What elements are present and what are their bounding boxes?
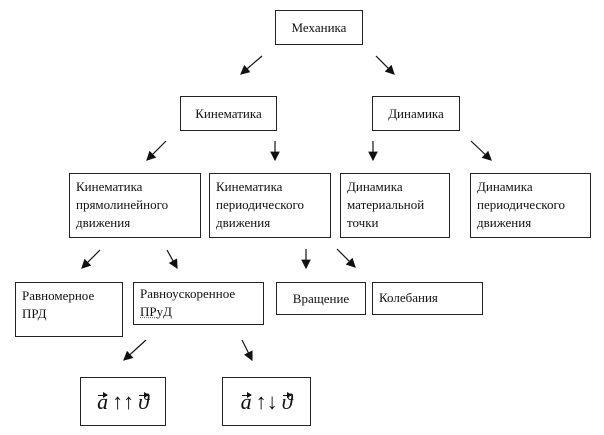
- node-kinematics: Кинематика: [180, 96, 277, 131]
- node-label: прямолинейного: [76, 197, 169, 212]
- node-label: Механика: [291, 19, 347, 35]
- node-dynamics-periodic: Динамика периодического движения: [470, 173, 591, 238]
- vector-a: a: [240, 388, 252, 414]
- node-dynamics-point: Динамика материальной точки: [340, 173, 450, 238]
- formula-codirected: a↑↑ϑ: [80, 377, 166, 426]
- arrow-connector: [375, 55, 395, 75]
- node-label: периодического: [216, 197, 304, 212]
- node-label: Динамика: [388, 105, 444, 121]
- node-label: точки: [347, 215, 379, 230]
- node-mechanics: Механика: [275, 10, 363, 45]
- relation: ↑↓: [255, 388, 278, 414]
- node-kinematics-linear: Кинематика прямолинейного движения: [69, 173, 201, 238]
- arrow-connector: [336, 248, 356, 268]
- arrow-connector: [81, 249, 101, 269]
- vector-a: a: [97, 388, 109, 414]
- arrow-connector: [241, 339, 253, 362]
- arrow-connector: [166, 249, 178, 270]
- node-label: Кинематика: [216, 179, 283, 194]
- node-label: Кинематика: [195, 105, 262, 121]
- node-label: материальной: [347, 197, 425, 212]
- node-label: периодического: [477, 197, 565, 212]
- node-label: Вращение: [292, 290, 350, 306]
- arrow-connector: [240, 55, 263, 75]
- node-label: Колебания: [379, 290, 438, 305]
- arrow-connector: [146, 140, 167, 161]
- arrow-connector: [123, 339, 147, 361]
- node-label: Динамика: [477, 179, 533, 194]
- vector-v: ϑ: [281, 388, 293, 414]
- node-label: движения: [477, 215, 532, 230]
- node-label: ПРуД: [140, 304, 172, 319]
- node-rotation: Вращение: [276, 282, 366, 315]
- node-label: движения: [216, 215, 271, 230]
- node-dynamics: Динамика: [372, 96, 460, 131]
- vector-v: ϑ: [138, 388, 149, 414]
- arrow-connector: [470, 140, 492, 161]
- node-label: Равноускоренное: [140, 286, 236, 301]
- node-label: Динамика: [347, 179, 403, 194]
- relation: ↑↑: [112, 388, 135, 414]
- node-label: ПРД: [22, 306, 47, 321]
- node-label: Кинематика: [76, 179, 143, 194]
- formula-opposite: a↑↓ϑ: [222, 377, 311, 426]
- node-kinematics-periodic: Кинематика периодического движения: [209, 173, 331, 238]
- node-label: движения: [76, 215, 131, 230]
- node-oscillation: Колебания: [372, 282, 483, 315]
- node-label: Равномерное: [22, 288, 95, 303]
